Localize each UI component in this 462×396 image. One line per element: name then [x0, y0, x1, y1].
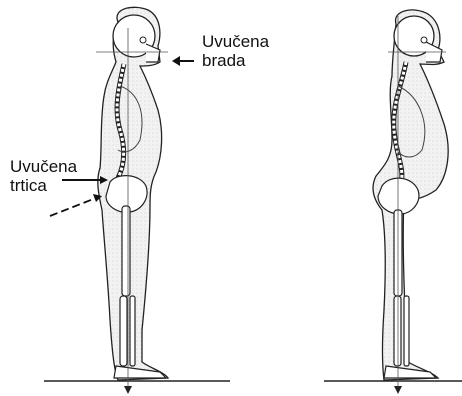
tailbone-arrow-lower: [50, 194, 102, 216]
poor-posture-figure: [324, 10, 462, 394]
pelvis-right: [378, 178, 419, 214]
tailbone-label-line-1: Uvučena: [10, 157, 77, 176]
chin-arrow: [172, 56, 194, 66]
plumb-arrow-right: [394, 386, 402, 394]
tailbone-label-line-2: trtica: [10, 176, 77, 195]
plumb-arrow-left: [124, 386, 132, 394]
chin-label: Uvučena brada: [202, 32, 269, 70]
chin-label-line-2: brada: [202, 51, 269, 70]
tailbone-label: Uvučena trtica: [10, 157, 77, 195]
chin-label-line-1: Uvučena: [202, 32, 269, 51]
